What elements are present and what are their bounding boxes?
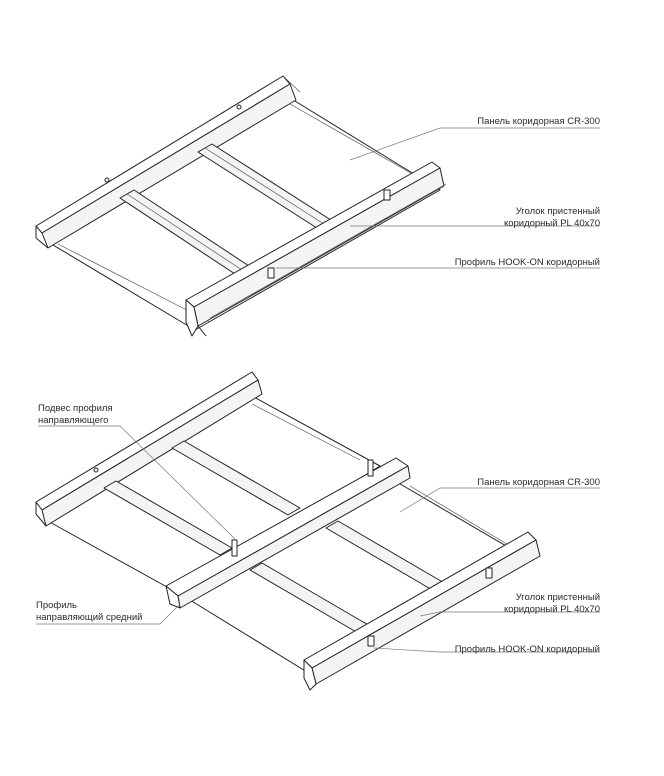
top-back-wall-angle <box>35 75 301 249</box>
bottom-transverse-profiles-right <box>249 485 521 634</box>
top-label-angle-line2: коридорный PL 40x70 <box>504 218 600 229</box>
top-assembly-diagram: Панель коридорная CR-300 Уголок пристенн… <box>35 75 600 337</box>
bottom-label-hook-profile: Профиль HOOK-ON коридорный <box>455 644 600 655</box>
bottom-leader-lines <box>36 425 600 653</box>
top-label-hook-profile: Профиль HOOK-ON коридорный <box>455 257 600 268</box>
top-front-wall-angle <box>185 161 447 337</box>
bottom-label-guide-line1: Профиль <box>36 600 77 611</box>
bottom-assembly-diagram: Подвес профиля направляющего Панель кори… <box>35 371 600 691</box>
bottom-label-angle-line1: Уголок пристенный <box>516 592 600 603</box>
bottom-front-wall-angle <box>303 531 541 691</box>
top-leader-lines <box>276 127 600 269</box>
bottom-back-wall-angle <box>35 371 263 527</box>
bottom-label-panel: Панель коридорная CR-300 <box>477 477 600 488</box>
bottom-transverse-profiles-left <box>103 403 361 556</box>
top-label-panel: Панель коридорная CR-300 <box>477 116 600 127</box>
top-label-angle-line1: Уголок пристенный <box>516 206 600 217</box>
bottom-label-guide-line2: направляющий средний <box>36 612 142 623</box>
bottom-label-angle-line2: коридорный PL 40x70 <box>504 604 600 615</box>
bottom-middle-guide-profile <box>165 457 411 609</box>
bottom-label-hanger-line1: Подвес профиля <box>38 403 113 414</box>
top-transverse-profiles <box>57 103 431 323</box>
bottom-label-hanger-line2: направляющего <box>38 415 108 426</box>
